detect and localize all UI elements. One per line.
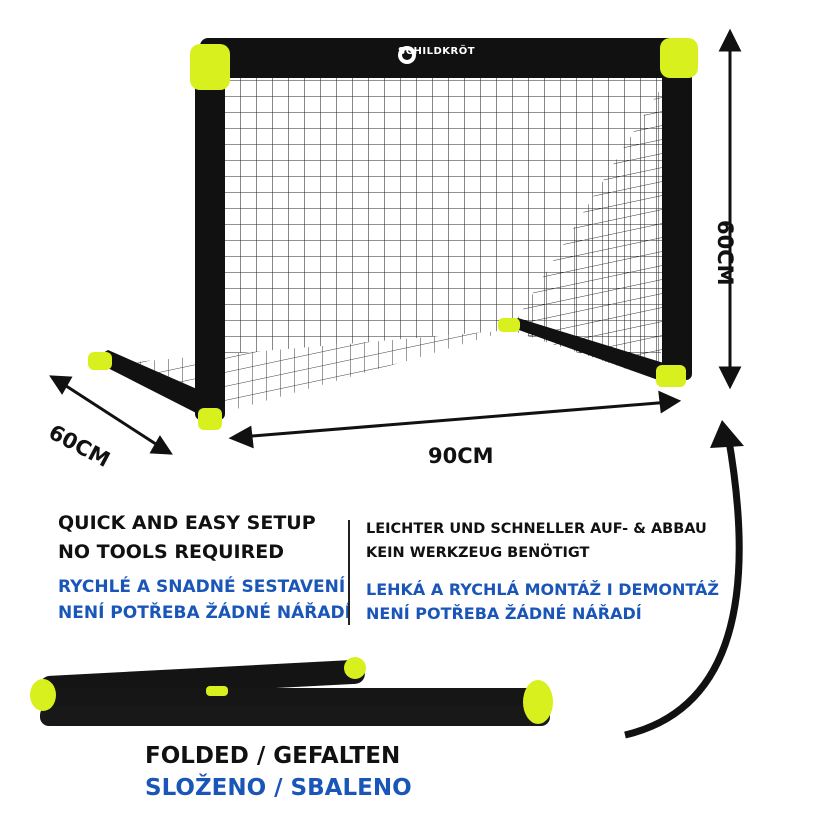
width-arrow	[239, 400, 671, 439]
goal-net	[100, 70, 690, 415]
curved-arrow	[624, 420, 744, 739]
column-divider	[348, 520, 350, 625]
width-label: 90CM	[428, 444, 494, 468]
corner-cap	[498, 318, 520, 332]
feature-en-line1: QUICK AND EASY SETUP	[58, 512, 316, 534]
feature-cz-line1: RYCHLÉ A SNADNÉ SESTAVENÍ	[58, 577, 346, 597]
folded-label: FOLDED / GEFALTEN	[145, 743, 401, 769]
corner-cap	[88, 352, 112, 370]
corner-cap	[190, 44, 230, 90]
corner-cap	[198, 408, 222, 430]
folded-cap	[344, 657, 366, 679]
folded-goal	[30, 657, 553, 726]
feature-en-line2: NO TOOLS REQUIRED	[58, 541, 284, 563]
folded-cap	[523, 680, 553, 724]
feature-de-line1: LEICHTER UND SCHNELLER AUF- & ABBAU	[366, 521, 707, 537]
feature-de-line2: KEIN WERKZEUG BENÖTIGT	[366, 545, 590, 561]
feature-sk-line1: LEHKÁ A RYCHLÁ MONTÁŽ I DEMONTÁŽ	[366, 580, 720, 599]
corner-cap	[656, 365, 686, 387]
goal-frame	[88, 38, 698, 430]
corner-cap	[660, 38, 698, 78]
folded-label-translated: SLOŽENO / SBALENO	[145, 775, 412, 801]
feature-cz-line2: NENÍ POTŘEBA ŽÁDNÉ NÁŘADÍ	[58, 603, 351, 623]
brand-logo-text: SCHILDKRÖT	[398, 46, 476, 57]
folded-cap	[30, 679, 56, 711]
height-label: 60CM	[713, 220, 737, 286]
depth-arrow	[59, 380, 163, 450]
dimension-arrows	[49, 28, 742, 455]
feature-sk-line2: NENÍ POTŘEBA ŽÁDNÉ NÁŘADÍ	[366, 604, 642, 623]
